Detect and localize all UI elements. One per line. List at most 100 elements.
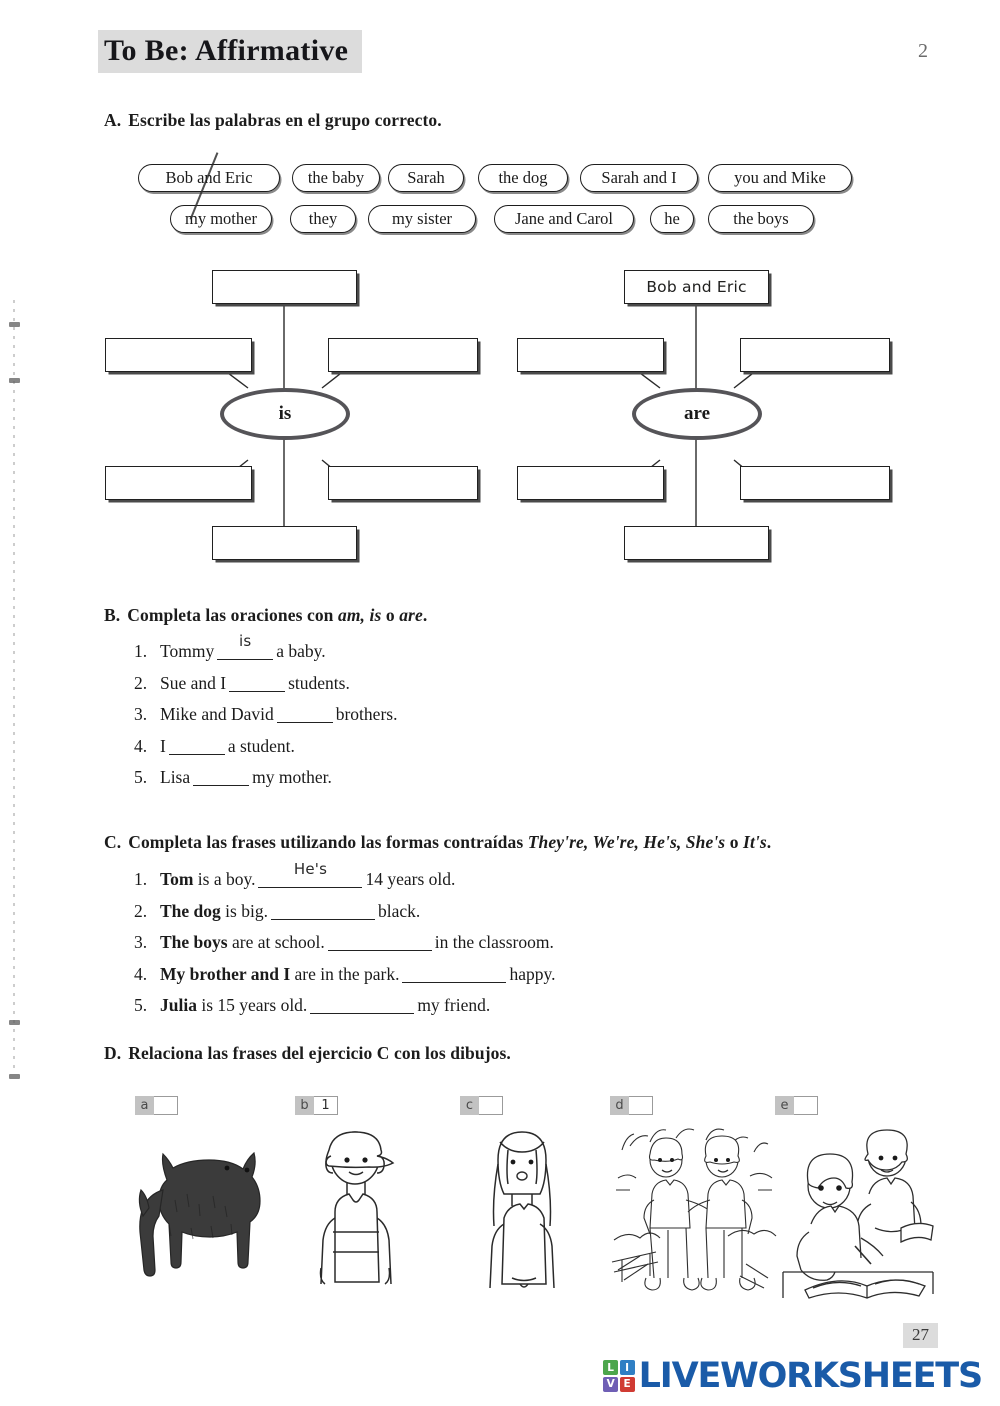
word-chip-the-boys[interactable]: the boys [708,205,814,233]
item-keyword: The boys [160,932,228,952]
word-chip-the-dog[interactable]: the dog [478,164,568,192]
section-b-instruction-mid: o [381,605,400,625]
item-text-before: is 15 years old. [196,995,308,1015]
mindmap-is-box-top-right[interactable] [328,338,478,372]
item-text-after: black. [377,900,421,921]
answer-blank-c4[interactable] [402,962,507,983]
word-chip-sarah[interactable]: Sarah [388,164,464,192]
item-text-after: brothers. [335,704,398,724]
liveworksheets-logo[interactable]: L I V E LIVEWORKSHEETS [603,1356,983,1396]
brand-tile-i: I [619,1360,635,1376]
item-text-before: I [160,735,166,756]
mindmap-are-box-bottom-right[interactable] [740,466,890,500]
section-c-item-4: 4.My brother and I are in the park.happy… [134,959,555,991]
word-chip-the-baby[interactable]: the baby [292,164,380,192]
section-d-heading: D.Relaciona las frases del ejercicio C c… [104,1043,511,1064]
item-number: 4. [134,963,148,984]
section-c-item-5: 5.Julia is 15 years old.my friend. [134,990,555,1022]
mindmap-is-center: is [220,388,350,440]
item-keyword: The dog [160,900,221,921]
scan-edge-artifact [13,300,15,1070]
item-text-before: is big. [220,900,268,921]
brand-tile-l: L [603,1360,619,1376]
answer-blank-c3[interactable] [327,930,432,951]
mindmap-are-box-top-left[interactable] [517,338,664,372]
picture-tag-d: d [610,1096,653,1115]
picture-answer-c[interactable] [479,1096,503,1115]
section-c-heading: C.Completa las frases utilizando las for… [104,832,771,853]
item-number: 3. [134,932,148,952]
item-text-after: my mother. [252,767,332,787]
mindmap-is-box-bottom[interactable] [212,526,357,560]
item-text-after: my friend. [417,995,491,1015]
section-c-instruction-post: . [766,832,772,852]
mindmap-are-box-bottom-left[interactable] [517,466,664,500]
mindmap-is: is [100,260,500,560]
item-text-before: are at school. [227,932,325,952]
answer-value: He's [293,859,328,878]
answer-blank-b4[interactable] [168,734,225,755]
section-b-letter: B. [104,605,121,625]
section-a-heading: A.Escribe las palabras en el grupo corre… [104,110,442,131]
picture-tag-a: a [135,1096,178,1115]
scan-blot [9,1020,20,1025]
answer-blank-b3[interactable] [276,702,333,723]
mindmap-is-box-top-left[interactable] [105,338,252,372]
section-c-instruction-mid: o [725,832,744,852]
picture-art-black-dog [135,1120,285,1310]
item-text-after: 14 years old. [365,869,456,889]
item-text-before: Tommy [160,641,215,661]
mindmap-are-box-top-right[interactable] [740,338,890,372]
mindmap-is-box-bottom-right[interactable] [328,466,478,500]
word-chip-he[interactable]: he [650,205,694,233]
picture-answer-d[interactable] [629,1096,653,1115]
picture-answer-b[interactable]: 1 [314,1096,338,1115]
word-chip-my-mother[interactable]: my mother [170,205,272,233]
item-keyword: Julia [160,995,197,1015]
answer-blank-c1[interactable]: He's [258,860,363,888]
scan-blot [9,322,20,327]
answer-blank-c5[interactable] [310,993,415,1014]
picture-answer-a[interactable] [154,1096,178,1115]
section-b-instruction-pre: Completa las oraciones con [127,605,338,625]
answer-value: is [239,631,252,650]
picture-label-c: c [460,1096,479,1115]
answer-blank-b1[interactable]: is [217,632,274,660]
word-chip-they[interactable]: they [290,205,356,233]
item-text-before: is a boy. [193,869,256,889]
item-number: 2. [134,672,148,693]
mindmap-are-box-top[interactable]: Bob and Eric [624,270,769,304]
answer-blank-b5[interactable] [193,765,250,786]
mindmap-is-box-top[interactable] [212,270,357,304]
picture-label-b: b [295,1096,314,1115]
mindmap-are-center: are [632,388,762,440]
page-title: To Be: Affirmative [98,30,363,73]
picture-answer-e[interactable] [794,1096,818,1115]
answer-blank-b2[interactable] [229,671,286,692]
picture-label-a: a [135,1096,154,1115]
picture-tag-e: e [775,1096,818,1115]
word-chip-sarah-and-i[interactable]: Sarah and I [580,164,698,192]
answer-blank-c2[interactable] [270,899,375,920]
brand-tile-v: V [603,1376,619,1392]
section-b-heading: B.Completa las oraciones con am, is o ar… [104,605,427,626]
word-chip-my-sister[interactable]: my sister [368,205,476,233]
scan-blot [9,378,20,383]
item-text-before: Sue and I [160,672,227,693]
item-keyword: Tom [160,869,194,889]
brand-tiles: L I V E [603,1360,635,1392]
word-chip-jane-and-carol[interactable]: Jane and Carol [494,205,634,233]
mindmap-is-box-bottom-left[interactable] [105,466,252,500]
section-a-letter: A. [104,110,122,130]
picture-label-e: e [775,1096,794,1115]
mindmap-are-box-bottom[interactable] [624,526,769,560]
item-text-after: a baby. [276,641,326,661]
section-c-letter: C. [104,832,122,852]
word-chip-you-and-mike[interactable]: you and Mike [708,164,852,192]
